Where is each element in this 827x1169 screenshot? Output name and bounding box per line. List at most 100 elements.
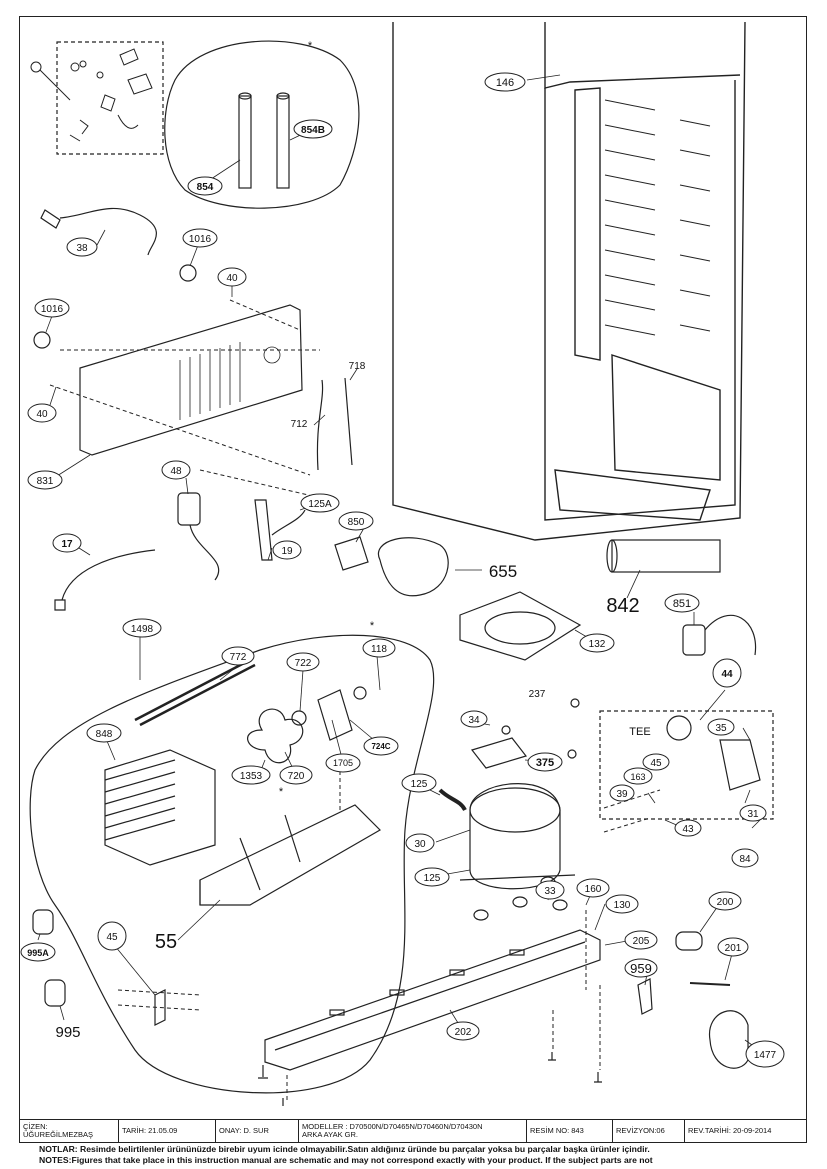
- models-line: MODELLER : D70500N/D70465N/D70460N/D7043…: [302, 1122, 483, 1131]
- label-712: 712: [291, 419, 308, 430]
- callout-44: 44: [712, 658, 742, 688]
- assembly-name: ARKA AYAK GR.: [302, 1130, 358, 1139]
- back-cover-vents: [179, 342, 281, 420]
- callout-848: 848: [86, 723, 122, 743]
- title-cell-revision: REVİZYON:06: [613, 1120, 685, 1142]
- fan-base-55: [199, 804, 381, 906]
- power-cable-38: [40, 207, 157, 256]
- svg-text:724C: 724C: [371, 742, 390, 751]
- base-plate-202: [264, 929, 601, 1071]
- callout-1498: 1498: [122, 618, 162, 638]
- callout-40-upper: 40: [217, 267, 247, 287]
- asterisk-mark-top: *: [308, 40, 313, 52]
- svg-text:202: 202: [455, 1027, 472, 1038]
- asterisk-mark-fan: *: [279, 786, 284, 798]
- svg-text:45: 45: [650, 758, 662, 769]
- callout-45-relay: 45: [642, 753, 670, 771]
- svg-text:40: 40: [226, 273, 238, 284]
- title-cell-drawing-no: RESİM NO: 843: [527, 1120, 613, 1142]
- part-1477: [709, 1010, 749, 1069]
- callout-1016-upper: 1016: [182, 228, 218, 248]
- svg-text:31: 31: [747, 809, 759, 820]
- notes-block: NOTLAR: Resimde belirtilenler ürününüzde…: [19, 1144, 827, 1166]
- callout-118: 118: [362, 638, 396, 658]
- capacitor-851: [682, 624, 706, 656]
- callout-84: 84: [731, 848, 759, 868]
- fan-motor-1705: [317, 689, 353, 741]
- label-55: 55: [155, 931, 177, 953]
- svg-text:146: 146: [496, 77, 514, 89]
- capacitor-48: [177, 492, 201, 526]
- svg-text:1477: 1477: [754, 1050, 777, 1061]
- callout-19: 19: [272, 540, 302, 560]
- svg-text:125A: 125A: [308, 499, 332, 510]
- callout-40-left: 40: [27, 403, 57, 423]
- callout-205: 205: [624, 930, 658, 950]
- label-995: 995: [55, 1024, 80, 1041]
- svg-text:45: 45: [106, 932, 118, 943]
- notes-turkish: NOTLAR: Resimde belirtilenler ürününüzde…: [39, 1144, 650, 1154]
- part-201: [689, 982, 731, 986]
- svg-text:720: 720: [288, 771, 305, 782]
- svg-text:1498: 1498: [131, 624, 154, 635]
- callout-995a: 995A: [20, 942, 56, 962]
- thermostat-19: [254, 499, 306, 561]
- callout-146: 146: [484, 72, 526, 92]
- fridge-shelf-rails: [604, 99, 711, 336]
- svg-text:712: 712: [291, 419, 308, 430]
- svg-text:854: 854: [197, 182, 214, 193]
- wiring-712-718: [316, 377, 353, 471]
- callout-48: 48: [161, 460, 191, 480]
- svg-text:130: 130: [614, 900, 631, 911]
- callout-375: 375: [527, 752, 563, 772]
- fan-hub-722: [291, 710, 307, 726]
- callout-201: 201: [717, 937, 749, 957]
- svg-text:55: 55: [155, 931, 177, 953]
- small-parts-icons: [30, 48, 153, 142]
- tube-842: [611, 539, 721, 573]
- svg-text:17: 17: [61, 539, 73, 550]
- part-callouts: 146 854 854B 38 1016 1016 40 40 718 712 …: [20, 40, 785, 1068]
- back-cover-831: [79, 304, 303, 456]
- condenser-848: [104, 749, 216, 866]
- callout-772: 772: [221, 646, 255, 666]
- title-cell-revision-date: REV.TARİHİ: 20-09-2014: [688, 1126, 772, 1135]
- cable-17: [54, 549, 156, 611]
- title-cell-approval: ONAY: D. SUR: [216, 1120, 299, 1142]
- callout-1477: 1477: [745, 1040, 785, 1068]
- cap-1016-left: [33, 331, 51, 349]
- callout-163: 163: [623, 767, 653, 785]
- assembly-guide-lines: [49, 299, 661, 1100]
- callout-31: 31: [739, 804, 767, 822]
- callout-720: 720: [279, 765, 313, 785]
- callout-959: 959: [624, 958, 658, 978]
- label-375: [470, 737, 528, 769]
- svg-text:34: 34: [468, 715, 480, 726]
- leader-lines: [37, 74, 761, 1046]
- label-842: 842: [606, 595, 639, 617]
- callout-38: 38: [66, 237, 98, 257]
- clip-655: [377, 537, 449, 597]
- svg-text:655: 655: [489, 562, 517, 581]
- svg-text:201: 201: [725, 943, 742, 954]
- svg-text:1705: 1705: [333, 758, 353, 768]
- callout-724c: 724C: [363, 736, 399, 756]
- svg-text:160: 160: [585, 884, 602, 895]
- svg-text:854B: 854B: [301, 125, 325, 136]
- bracket-45-lower: [154, 989, 166, 1026]
- svg-text:959: 959: [630, 961, 652, 976]
- svg-text:995: 995: [55, 1024, 80, 1041]
- part-850: [334, 536, 369, 571]
- svg-text:851: 851: [673, 598, 691, 610]
- svg-text:44: 44: [721, 669, 733, 680]
- svg-text:718: 718: [349, 361, 366, 372]
- label-237: 237: [529, 689, 546, 700]
- small-parts-group-box: [56, 41, 164, 155]
- tube-854-shape: [238, 92, 252, 189]
- drawn-by-label: ÇİZEN:: [23, 1122, 48, 1131]
- callout-35: 35: [707, 718, 735, 736]
- callout-1353: 1353: [231, 765, 271, 785]
- svg-text:118: 118: [371, 644, 387, 655]
- svg-text:35: 35: [715, 723, 727, 734]
- svg-text:132: 132: [589, 639, 606, 650]
